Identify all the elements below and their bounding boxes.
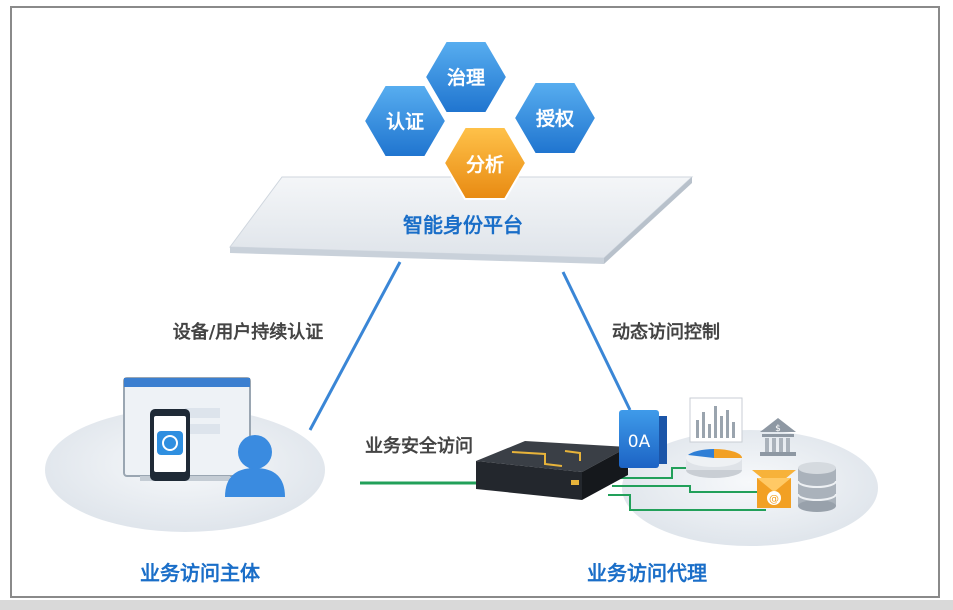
platform-label: 智能身份平台 — [403, 213, 523, 237]
hex-authentication-label: 认证 — [386, 110, 424, 133]
phone-icon — [150, 409, 190, 481]
oa-app-icon — [619, 410, 667, 468]
hex-authorization-label: 授权 — [536, 107, 574, 130]
user-icon — [225, 435, 285, 497]
proxy-label: 业务访问代理 — [587, 561, 707, 585]
hex-governance-label: 治理 — [447, 66, 485, 89]
link-bottom-label: 业务安全访问 — [365, 435, 473, 457]
mail-icon-symbol: @ — [769, 494, 779, 505]
hex-governance — [423, 40, 509, 114]
hex-authorization — [512, 81, 598, 155]
hex-analysis-label: 分析 — [466, 153, 504, 176]
service-link-3 — [608, 494, 766, 511]
link-right-line — [561, 271, 632, 411]
identity-platform — [229, 176, 694, 264]
subject-label: 业务访问主体 — [140, 561, 261, 585]
hex-analysis — [442, 126, 528, 200]
pie-chart-icon — [686, 449, 742, 478]
link-left-label: 设备/用户持续认证 — [173, 321, 324, 343]
service-link-2 — [612, 485, 760, 493]
database-icon — [797, 462, 837, 512]
link-right-label: 动态访问控制 — [612, 321, 720, 343]
bottom-strip — [0, 600, 953, 610]
hex-authentication — [362, 84, 448, 158]
bar-chart-doc-icon — [689, 397, 743, 443]
link-left-line — [308, 261, 402, 431]
oa-icon-text: 0A — [628, 432, 651, 452]
gateway-device — [476, 441, 628, 500]
bank-icon-symbol: $ — [775, 424, 781, 434]
mail-icon — [752, 470, 796, 508]
bank-icon — [760, 418, 796, 456]
